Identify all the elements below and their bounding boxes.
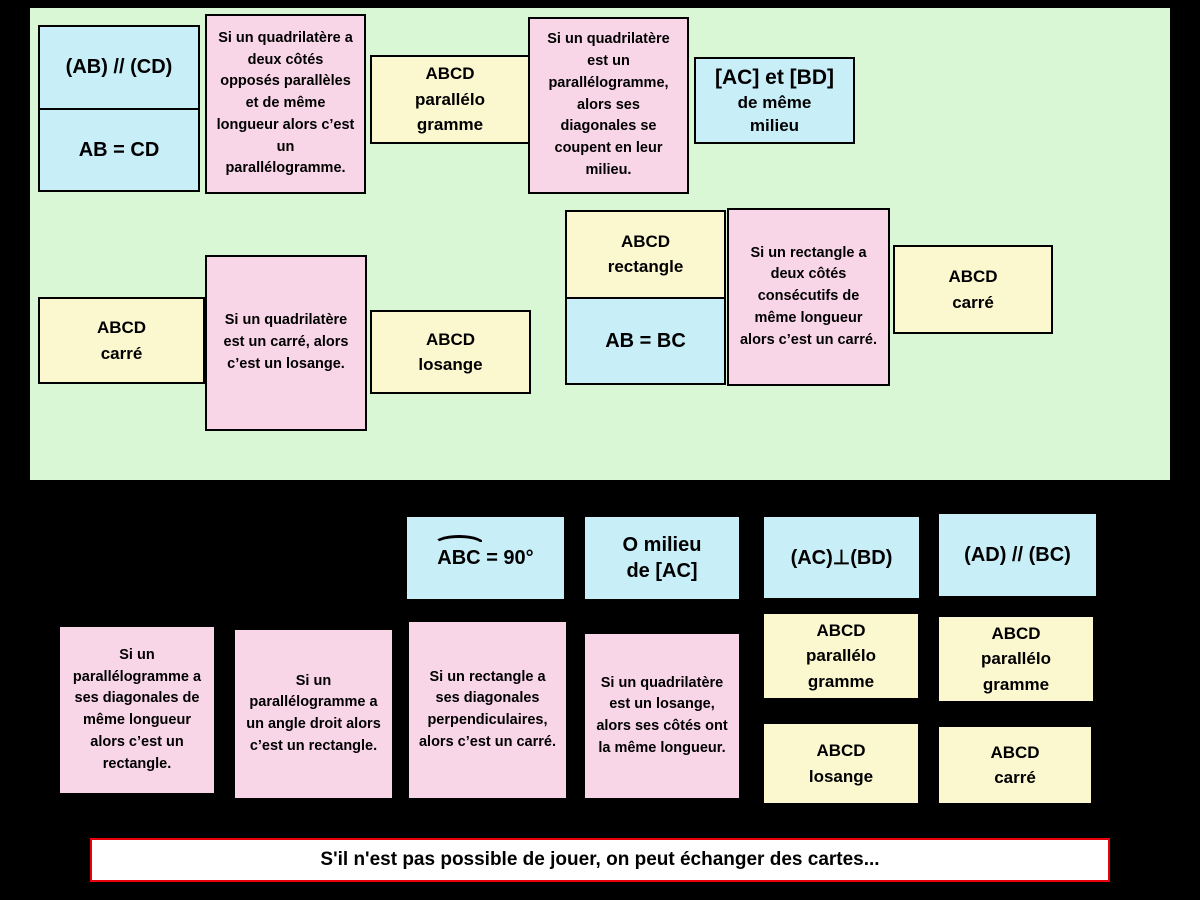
card-rule-rectangle-carre[interactable]: Si un rectangle a deux côtés consécutifs…	[727, 208, 890, 386]
card-text: ABCD losange	[808, 741, 874, 786]
card-text: Si un quadrilatère est un losange, alors…	[596, 674, 728, 756]
card-text: ABCD losange	[418, 329, 483, 375]
card-pair-rectangle-ab-bc[interactable]: ABCD rectangle AB = BC	[565, 210, 726, 385]
card-rule-parallelogramme-from-sides[interactable]: Si un quadrilatère a deux côtés opposés …	[205, 14, 366, 194]
card-name-rectangle: ABCD rectangle	[567, 212, 724, 297]
card-text: ABCD carré	[990, 742, 1040, 788]
card-text: Si un quadrilatère a deux côtés opposés …	[216, 29, 355, 177]
exchange-hint-banner: S'il n'est pas possible de jouer, on peu…	[90, 838, 1110, 882]
card-property-angle-90[interactable]: ABC = 90°	[405, 515, 566, 601]
card-rule-carre-losange[interactable]: Si un quadrilatère est un carré, alors c…	[205, 255, 367, 431]
card-text: ABCD rectangle	[607, 231, 684, 277]
angle-notation: ABC	[433, 535, 485, 571]
angle-expression: ABC = 90°	[433, 535, 534, 571]
angle-value: = 90°	[480, 547, 534, 569]
card-name-carre-right[interactable]: ABCD carré	[893, 245, 1053, 334]
card-text: Si un quadrilatère est un carré, alors c…	[223, 312, 349, 372]
card-property-parallel-ad-bc[interactable]: (AD) // (BC)	[937, 512, 1098, 598]
card-rule-losange-cotes[interactable]: Si un quadrilatère est un losange, alors…	[583, 632, 741, 800]
card-rule-diagonales-perpendiculaires-carre[interactable]: Si un rectangle a ses diagonales perpend…	[407, 620, 568, 800]
card-property-equal-ab-cd: AB = CD	[40, 107, 198, 191]
card-text: Si un rectangle a deux côtés consécutifs…	[739, 244, 877, 348]
card-text: Si un parallélogramme a ses diagonales d…	[72, 646, 202, 772]
card-text: ABCD parallélo gramme	[981, 623, 1051, 694]
card-text-line2: de même milieu	[737, 93, 812, 136]
card-name-parallelogramme-hand-2[interactable]: ABCD parallélo gramme	[937, 615, 1095, 703]
card-text: ABCD parallélo gramme	[806, 620, 876, 691]
card-property-perpendicular-ac-bd[interactable]: (AC)⊥(BD)	[762, 515, 921, 600]
card-text: Si un rectangle a ses diagonales perpend…	[418, 668, 556, 750]
card-name-parallelogramme-board[interactable]: ABCD parallélo gramme	[370, 55, 530, 144]
game-board: (AB) // (CD) AB = CD Si un quadrilatère …	[30, 8, 1170, 480]
card-name-carre-left[interactable]: ABCD carré	[38, 297, 205, 384]
card-text: AB = CD	[78, 138, 160, 161]
banner-text: S'il n'est pas possible de jouer, on peu…	[320, 849, 880, 870]
angle-letters: ABC	[437, 547, 481, 569]
card-text: ABCD carré	[948, 267, 998, 312]
card-text-wrap: [AC] et [BD] de même milieu	[715, 63, 834, 138]
card-text: Si un quadrilatère est un parallélogramm…	[547, 31, 670, 178]
card-text-line1: [AC] et [BD]	[715, 65, 834, 89]
card-property-o-milieu[interactable]: O milieu de [AC]	[583, 515, 741, 601]
card-property-pair-ab-cd[interactable]: (AB) // (CD) AB = CD	[38, 25, 200, 192]
card-text: ABCD carré	[96, 318, 147, 363]
card-text: ABCD parallélo gramme	[415, 64, 485, 135]
card-text: (AC)⊥(BD)	[790, 546, 893, 569]
card-text: Si un parallélogramme a un angle droit a…	[246, 672, 381, 754]
card-text: (AD) // (BC)	[964, 544, 1071, 566]
card-name-parallelogramme-hand-1[interactable]: ABCD parallélo gramme	[762, 612, 920, 700]
card-rule-parallelogramme-diagonales[interactable]: Si un quadrilatère est un parallélogramm…	[528, 17, 689, 194]
card-rule-angle-droit-rectangle[interactable]: Si un parallélogramme a un angle droit a…	[233, 628, 394, 800]
card-text: AB = BC	[605, 329, 686, 352]
card-text: (AB) // (CD)	[65, 56, 173, 79]
card-name-losange-hand[interactable]: ABCD losange	[762, 722, 920, 805]
card-property-equal-ab-bc: AB = BC	[567, 296, 724, 383]
angle-arc-icon	[433, 535, 485, 545]
card-property-meme-milieu[interactable]: [AC] et [BD] de même milieu	[694, 57, 855, 144]
card-text: O milieu de [AC]	[622, 534, 702, 582]
card-property-parallel-ab-cd: (AB) // (CD)	[40, 27, 198, 108]
card-name-carre-hand[interactable]: ABCD carré	[937, 725, 1093, 805]
card-name-losange-board[interactable]: ABCD losange	[370, 310, 531, 394]
card-rule-diagonales-meme-longueur-rectangle[interactable]: Si un parallélogramme a ses diagonales d…	[58, 625, 216, 795]
